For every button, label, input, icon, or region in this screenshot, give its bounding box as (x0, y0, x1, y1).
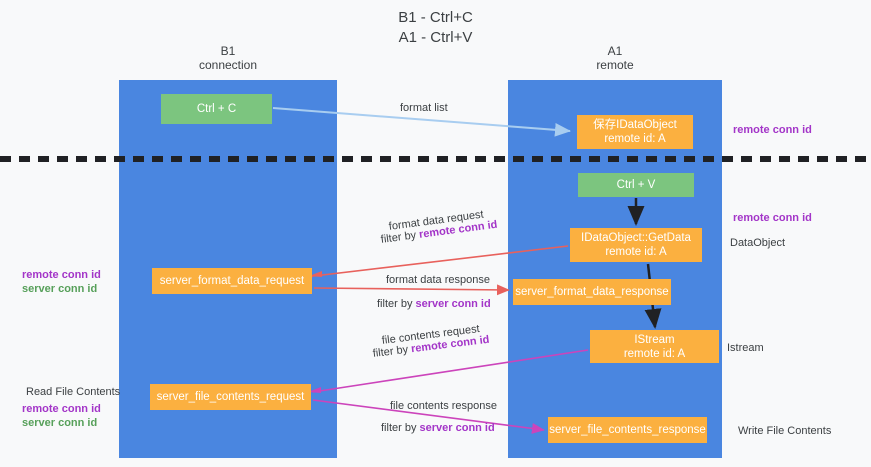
node-ctrl-c-label: Ctrl + C (196, 103, 237, 115)
title-line-2: A1 - Ctrl+V (398, 29, 473, 46)
node-idataobject-getdata-line1: IDataObject::GetData (581, 232, 691, 244)
page-title: B1 - Ctrl+C A1 - Ctrl+V (0, 8, 871, 48)
edge-label-file-contents-response: file contents response (390, 400, 498, 412)
node-idataobject-getdata[interactable]: IDataObject::GetData remote id: A (570, 228, 702, 262)
filter-key-server-conn-id: server conn id (419, 422, 495, 434)
edge-label-file-contents-response-filter: filter by server conn id (381, 421, 495, 435)
node-server-file-contents-response-label: server_file_contents_response (549, 424, 706, 436)
annotation-read-file-contents: Read File Contents (26, 386, 121, 398)
node-save-idataobject-line2: remote id: A (604, 133, 666, 145)
node-istream-line2: remote id: A (623, 347, 686, 360)
filter-prefix: filter by (372, 343, 412, 360)
filter-prefix: filter by (377, 298, 416, 310)
column-b1-subtitle: connection (198, 58, 258, 72)
node-idataobject-getdata-line2: remote id: A (605, 246, 667, 258)
edge-label-format-list: format list (400, 102, 448, 114)
node-server-format-data-response[interactable]: server_format_data_response (513, 279, 671, 305)
edge-label-format-data-response-filter: filter by server conn id (377, 297, 491, 311)
node-server-file-contents-request-label: server_file_contents_request (156, 391, 305, 403)
column-header-b1: B1 connection (119, 44, 337, 72)
annotation-remote-conn-id-top: remote conn id (733, 124, 812, 136)
annotation-remote-conn-id-mid: remote conn id (733, 212, 812, 224)
node-server-format-data-request-label: server_format_data_request (159, 275, 305, 287)
annotation-server-conn-id-2: server conn id (22, 417, 98, 429)
node-istream[interactable]: IStream remote id: A (590, 330, 719, 363)
node-ctrl-c[interactable]: Ctrl + C (161, 94, 272, 124)
annotation-remote-conn-id-1: remote conn id (22, 269, 101, 281)
annotation-dataobject: DataObject (730, 237, 786, 249)
edge-format-data-response (313, 284, 510, 296)
node-server-file-contents-response[interactable]: server_file_contents_response (548, 417, 707, 443)
column-b1-name: B1 (220, 44, 236, 58)
node-save-idataobject-line1: 保存IDataObject (593, 119, 677, 131)
node-ctrl-v[interactable]: Ctrl + V (578, 173, 694, 197)
node-server-file-contents-request[interactable]: server_file_contents_request (150, 384, 311, 410)
node-save-idataobject[interactable]: 保存IDataObject remote id: A (577, 115, 693, 149)
edge-label-format-data-response: format data response (386, 274, 490, 286)
annotation-server-conn-id-1: server conn id (22, 283, 98, 295)
column-header-a1: A1 remote (508, 44, 722, 72)
annotation-write-file-contents: Write File Contents (738, 425, 832, 437)
node-istream-line1: IStream (634, 333, 675, 346)
filter-prefix: filter by (380, 228, 420, 246)
filter-prefix: filter by (381, 422, 420, 434)
node-server-format-data-request[interactable]: server_format_data_request (152, 268, 312, 294)
annotation-remote-conn-id-2: remote conn id (22, 403, 101, 415)
annotation-left-conn-ids-top: remote conn id server conn id (22, 268, 101, 296)
filter-key-server-conn-id: server conn id (415, 298, 491, 310)
column-a1-subtitle: remote (596, 58, 634, 72)
annotation-left-conn-ids-bottom: remote conn id server conn id (22, 402, 101, 430)
node-server-format-data-response-label: server_format_data_response (515, 286, 669, 298)
node-ctrl-v-label: Ctrl + V (616, 179, 656, 191)
annotation-istream: Istream (727, 342, 764, 354)
title-line-1: B1 - Ctrl+C (398, 9, 473, 26)
column-a1-name: A1 (607, 44, 623, 58)
